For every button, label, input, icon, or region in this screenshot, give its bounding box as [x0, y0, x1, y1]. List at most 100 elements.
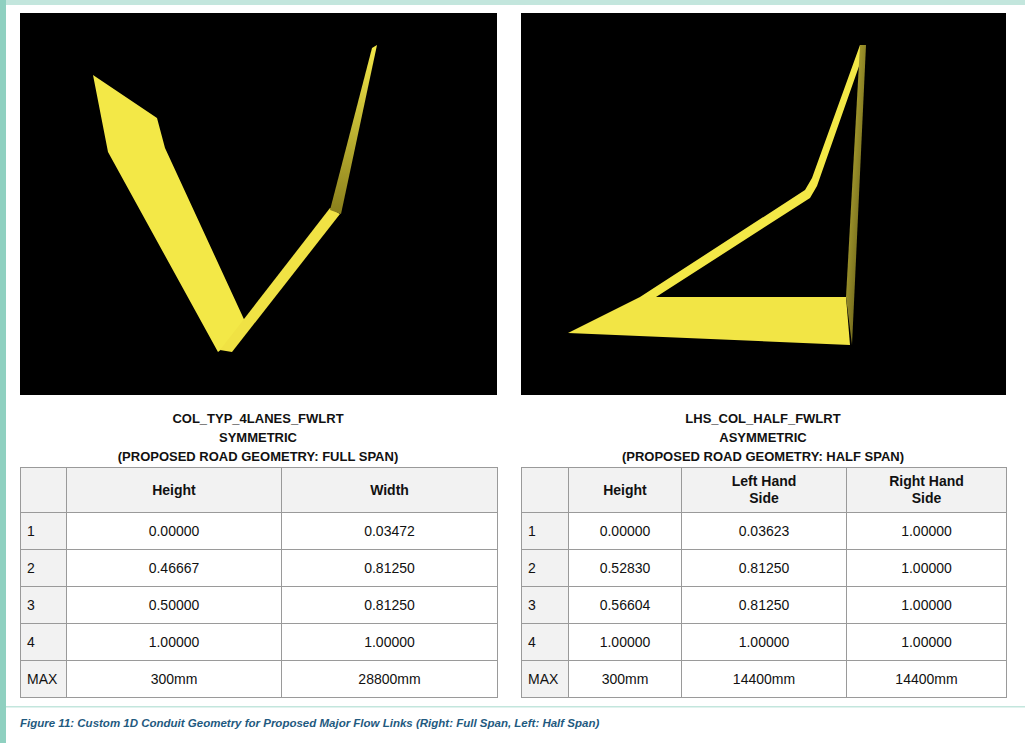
table-cell: Left Hand Side — [681, 467, 847, 513]
panel-title: (PROPOSED ROAD GEOMETRY: HALF SPAN) — [553, 447, 973, 466]
cell-text: 3 — [528, 597, 536, 614]
cell-text: 0.00000 — [600, 523, 651, 540]
table-cell: 2 — [521, 549, 569, 587]
table-cell: 0.03623 — [681, 512, 847, 550]
table-cell: 0.50000 — [66, 586, 282, 624]
table-cell: 300mm — [568, 660, 682, 698]
table-corner — [521, 467, 569, 513]
render-panel — [20, 13, 497, 395]
cell-text: 2 — [27, 560, 35, 577]
cell-text: Width — [370, 482, 409, 499]
cell-text: 1.00000 — [149, 634, 200, 651]
cell-text: Height — [152, 482, 196, 499]
table-cell: 300mm — [66, 660, 282, 698]
cell-text: 0.50000 — [149, 597, 200, 614]
table-cell: 4 — [20, 623, 67, 661]
panel-title: ASYMMETRIC — [553, 428, 973, 447]
table-cell: 1.00000 — [846, 623, 1007, 661]
cell-text: 0.46667 — [149, 560, 200, 577]
cell-text: 1.00000 — [600, 634, 651, 651]
table-cell: 1.00000 — [681, 623, 847, 661]
road-wall — [330, 45, 377, 214]
cell-text: 14400mm — [895, 671, 957, 688]
cell-text: 300mm — [602, 671, 649, 688]
table-cell: 1.00000 — [846, 512, 1007, 550]
cell-text: 1.00000 — [739, 634, 790, 651]
panel-title: LHS_COL_HALF_FWLRT — [553, 409, 973, 428]
figure-rule — [6, 706, 1025, 708]
cell-text: 0.81250 — [739, 597, 790, 614]
table-cell: 3 — [521, 586, 569, 624]
table-cell: 0.81250 — [681, 586, 847, 624]
table-cell: Height — [66, 467, 282, 513]
figure-caption: Figure 11: Custom 1D Conduit Geometry fo… — [20, 717, 599, 729]
page-border — [0, 0, 1025, 5]
table-cell: 1.00000 — [846, 549, 1007, 587]
table-cell: 28800mm — [281, 660, 498, 698]
table-cell: 0.00000 — [568, 512, 682, 550]
table-cell: 0.56604 — [568, 586, 682, 624]
table-cell: 0.46667 — [66, 549, 282, 587]
table-corner — [20, 467, 67, 513]
table-cell: 1.00000 — [568, 623, 682, 661]
table-cell: 1 — [521, 512, 569, 550]
table-cell: 1.00000 — [281, 623, 498, 661]
cell-text: Left Hand Side — [721, 473, 807, 507]
table-cell: 4 — [521, 623, 569, 661]
panel-title: SYMMETRIC — [48, 428, 468, 447]
cell-text: 4 — [27, 634, 35, 651]
table-cell: 14400mm — [681, 660, 847, 698]
cell-text: 0.52830 — [600, 560, 651, 577]
cell-text: 0.00000 — [149, 523, 200, 540]
page-border — [0, 0, 6, 743]
cell-text: Right Hand Side — [884, 473, 970, 507]
cell-text: 0.56604 — [600, 597, 651, 614]
table-cell: 0.52830 — [568, 549, 682, 587]
cell-text: 0.81250 — [739, 560, 790, 577]
road-wall — [93, 75, 248, 352]
cell-text: 0.81250 — [364, 560, 415, 577]
table-cell: 0.00000 — [66, 512, 282, 550]
table-cell: Height — [568, 467, 682, 513]
cell-text: 28800mm — [358, 671, 420, 688]
road-floor — [220, 208, 340, 352]
table-cell: 0.81250 — [681, 549, 847, 587]
road-floor — [568, 297, 850, 345]
cell-text: 1.00000 — [901, 597, 952, 614]
panel-title: (PROPOSED ROAD GEOMETRY: FULL SPAN) — [48, 447, 468, 466]
table-cell: 0.03472 — [281, 512, 498, 550]
cell-text: 1.00000 — [364, 634, 415, 651]
cell-text: 0.03472 — [364, 523, 415, 540]
cell-text: 14400mm — [733, 671, 795, 688]
table-cell: 1.00000 — [66, 623, 282, 661]
cell-text: 1.00000 — [901, 634, 952, 651]
render-panel — [521, 13, 1006, 395]
cell-text: 1.00000 — [901, 560, 952, 577]
cell-text: 0.81250 — [364, 597, 415, 614]
road-wall — [846, 45, 866, 345]
cell-text: 300mm — [151, 671, 198, 688]
cell-text: MAX — [528, 671, 558, 688]
cell-text: 1 — [528, 523, 536, 540]
cell-text: MAX — [27, 671, 57, 688]
table-cell: Right Hand Side — [846, 467, 1007, 513]
table-cell: 2 — [20, 549, 67, 587]
cell-text: 4 — [528, 634, 536, 651]
cell-text: 0.03623 — [739, 523, 790, 540]
table-cell: 1 — [20, 512, 67, 550]
table-cell: 0.81250 — [281, 586, 498, 624]
table-cell: 3 — [20, 586, 67, 624]
cell-text: 3 — [27, 597, 35, 614]
cell-text: 1 — [27, 523, 35, 540]
panel-title: COL_TYP_4LANES_FWLRT — [48, 409, 468, 428]
cell-text: Height — [603, 482, 647, 499]
road-slope — [640, 45, 864, 297]
table-cell: MAX — [20, 660, 67, 698]
table-cell: Width — [281, 467, 498, 513]
cell-text: 2 — [528, 560, 536, 577]
cell-text: 1.00000 — [901, 523, 952, 540]
table-cell: 14400mm — [846, 660, 1007, 698]
table-cell: 0.81250 — [281, 549, 498, 587]
table-cell: 1.00000 — [846, 586, 1007, 624]
table-cell: MAX — [521, 660, 569, 698]
